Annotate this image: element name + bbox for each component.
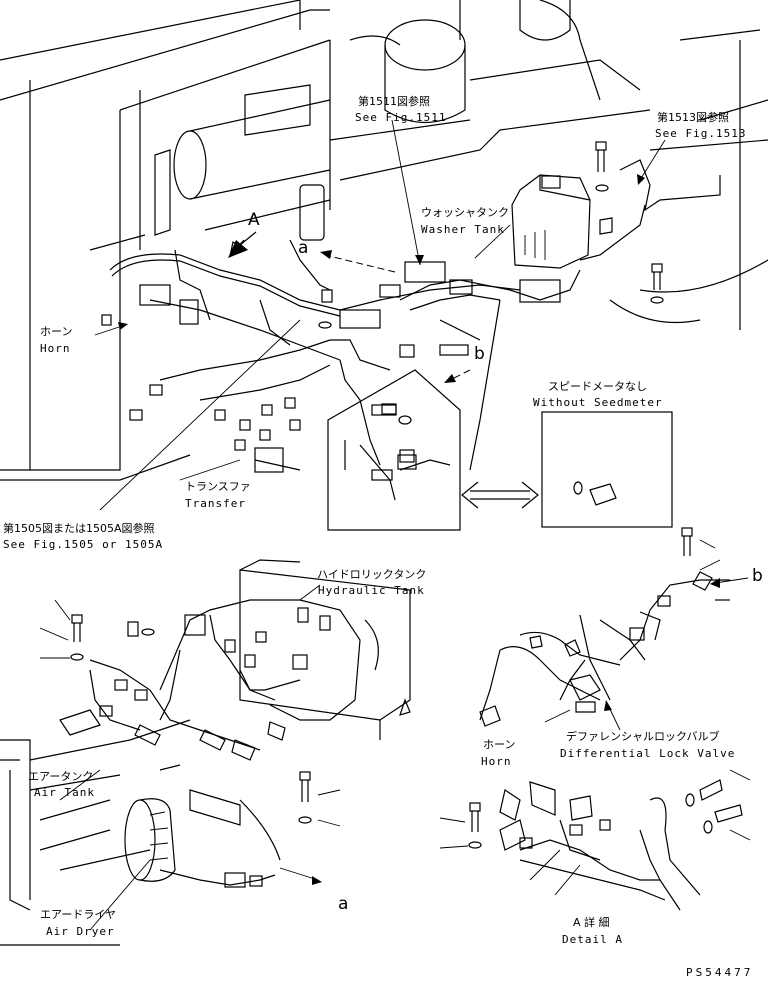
air-dryer-leader — [89, 859, 151, 931]
air-tank-label-en: Air Tank — [34, 786, 95, 799]
transfer-label-en: Transfer — [185, 497, 246, 510]
engine-parts — [244, 0, 768, 330]
fig1513-label-jp: 第1513図参照 — [657, 111, 729, 124]
detail-a — [439, 769, 751, 911]
horn-label-en: Horn — [40, 342, 71, 355]
fig1505-leader — [99, 319, 301, 511]
connectors-top — [101, 184, 561, 473]
fig1511-label-jp: 第1511図参照 — [358, 95, 430, 108]
main-harness — [109, 239, 581, 471]
detail-a-label-en: Detail A — [562, 933, 623, 946]
speedometer-label-jp: スピードメータなし — [548, 380, 647, 393]
speedometer-label-en: Without Seedmeter — [533, 396, 663, 409]
part-number: PS54477 — [686, 966, 754, 979]
washer-tank-label-en: Washer Tank — [421, 223, 505, 236]
leader-b-mid — [449, 369, 471, 381]
diff-lock-valve-label-en: Differential Lock Valve — [560, 747, 736, 760]
fig1511-label-en: See Fig.1511 — [355, 111, 447, 124]
callout-b-mid: b — [474, 344, 485, 364]
double-arrow — [461, 481, 539, 509]
fig1511-leader — [391, 119, 421, 266]
fig1505-label-jp: 第1505図または1505A図参照 — [3, 522, 155, 535]
fig1505-label-en: See Fig.1505 or 1505A — [3, 538, 164, 551]
air-dryer — [124, 771, 341, 888]
callout-b-right: b — [752, 566, 763, 586]
hydraulic-tank — [239, 559, 411, 740]
detail-a-label-jp: A 詳 細 — [573, 916, 610, 929]
bolts-top-right — [579, 141, 721, 304]
hydraulic-tank-label-jp: ハイドロリックタンク — [317, 568, 427, 581]
diff-lock-valve-label-jp: デファレンシャルロックバルブ — [566, 730, 720, 743]
without-speedometer-box — [541, 411, 673, 528]
differential-lock-area — [479, 527, 730, 727]
air-dryer-label-en: Air Dryer — [46, 925, 115, 938]
horn2-label-jp: ホーン — [483, 738, 516, 751]
tank-cylinder-top — [173, 99, 331, 231]
harness-middle — [39, 599, 361, 761]
hydraulic-tank-label-en: Hydraulic Tank — [318, 584, 425, 597]
fig1513-leader — [639, 139, 666, 181]
view-a-label: A — [248, 210, 260, 230]
air-dryer-label-jp: エアードライヤ — [40, 908, 117, 921]
horn2-label-en: Horn — [481, 755, 512, 768]
leader-b-right — [714, 577, 749, 584]
leader-a-bottom — [279, 867, 319, 881]
air-tank-label-jp: エアータンク — [28, 770, 94, 783]
callout-a-top: a — [298, 238, 309, 258]
transfer-body — [254, 459, 301, 471]
cab-frame — [0, 0, 331, 481]
washer-tank — [511, 174, 591, 269]
fig1513-label-en: See Fig.1513 — [655, 127, 747, 140]
washer-tank-label-jp: ウォッシャタンク — [421, 206, 509, 219]
horn2-leader — [544, 709, 571, 723]
leader-a-top — [324, 254, 396, 273]
transfer-label-jp: トランスファ — [185, 480, 251, 493]
callout-a-bottom: a — [338, 894, 349, 914]
washer-leader — [474, 224, 511, 259]
air-tank-frame — [0, 719, 241, 946]
transfer-detail-box — [327, 369, 461, 531]
horn-label-jp: ホーン — [40, 325, 73, 338]
transfer-leader — [179, 459, 241, 481]
air-tank-leader — [59, 769, 101, 801]
hydraulic-leader — [299, 584, 321, 601]
view-direction-arrow — [228, 231, 257, 258]
